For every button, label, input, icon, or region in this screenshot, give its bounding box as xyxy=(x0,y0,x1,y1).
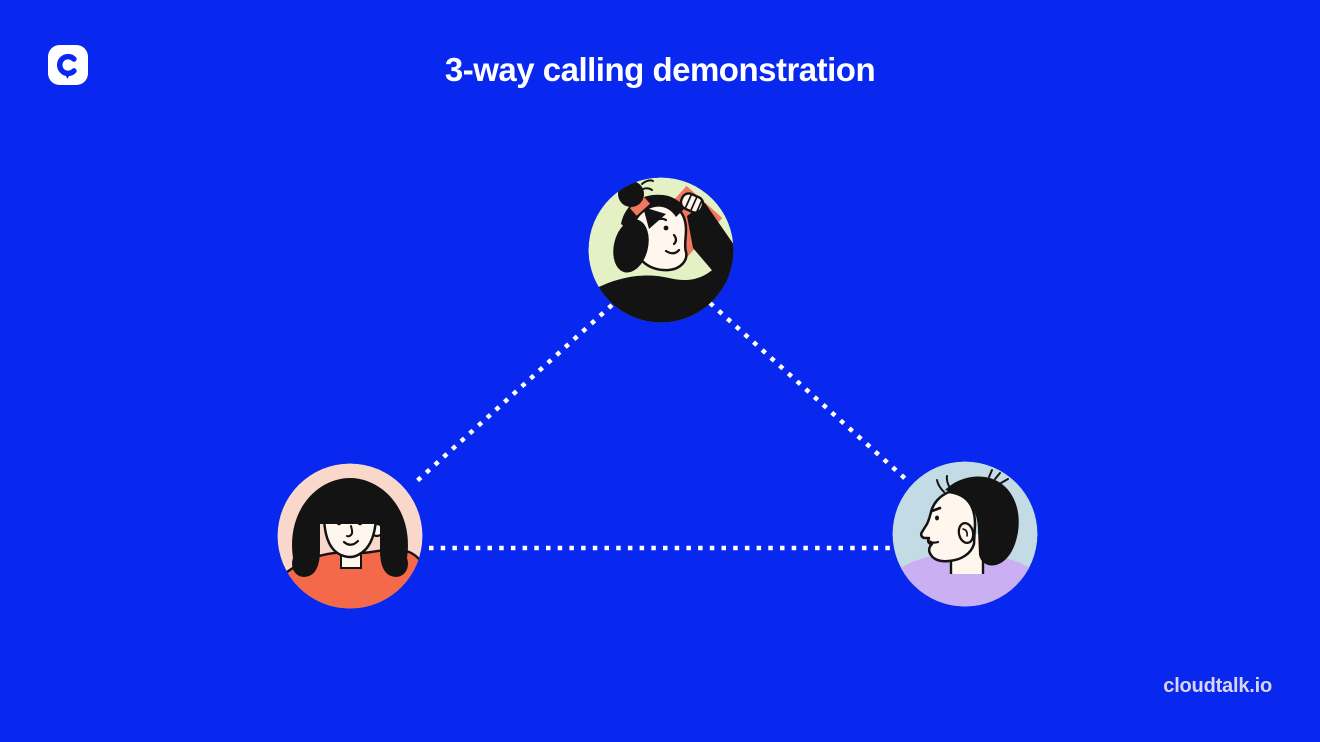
watermark-cloudtalk-io: cloudtalk.io xyxy=(1163,675,1272,697)
avatar-participant-top xyxy=(588,177,734,323)
avatar-participant-bottom-right xyxy=(892,461,1038,607)
connection-top-right xyxy=(708,301,911,484)
connection-top-left xyxy=(415,303,614,483)
avatar-participant-bottom-left xyxy=(277,463,423,609)
page-title: 3-way calling demonstration xyxy=(444,51,876,88)
cloudtalk-logo-icon xyxy=(48,45,88,85)
